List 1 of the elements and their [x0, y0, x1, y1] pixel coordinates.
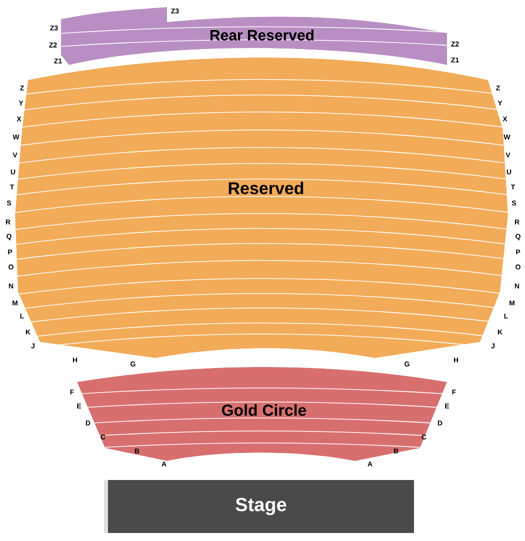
stage: Stage: [104, 480, 414, 533]
